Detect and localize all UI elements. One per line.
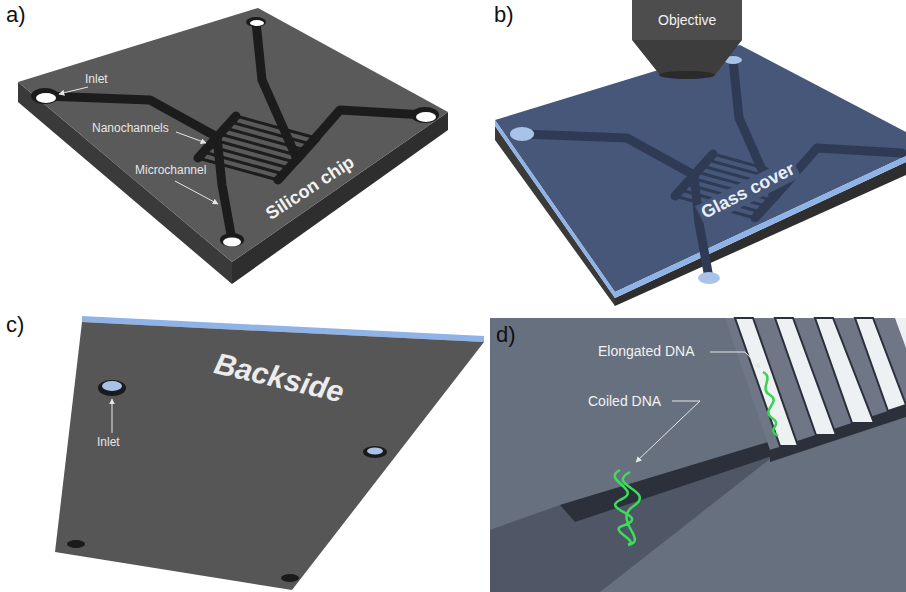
glass-edge <box>615 156 906 298</box>
leader-line <box>59 87 88 94</box>
elongated-dna <box>763 372 778 436</box>
panel-letter: d) <box>496 322 516 348</box>
inlet-hole <box>220 233 244 247</box>
chip-backside <box>55 316 484 590</box>
inlet-hole <box>411 107 439 123</box>
part-label: Inlet <box>97 435 120 449</box>
microchannel <box>522 60 902 278</box>
glass-edge <box>495 120 615 298</box>
chip-back <box>55 322 484 590</box>
nanochannel <box>198 116 316 180</box>
leader-line <box>112 399 113 433</box>
part-label: Coiled DNA <box>588 393 661 410</box>
microchannel-floor <box>490 440 775 592</box>
objective-cone <box>632 40 742 75</box>
closeup-ground <box>490 318 906 592</box>
part-label: Inlet <box>85 72 108 86</box>
inlet-hole <box>246 17 266 27</box>
glass-top <box>495 45 906 292</box>
inlet-hole <box>281 574 299 582</box>
coiled-dna <box>615 470 640 545</box>
nanochannel <box>855 318 906 411</box>
leader-line <box>175 181 218 204</box>
chip-label: Glass cover <box>695 157 801 225</box>
inlet-hole <box>510 127 534 141</box>
part-label: Elongated DNA <box>598 343 695 360</box>
inlet-hole <box>31 88 59 104</box>
inlet-hole <box>102 381 122 391</box>
inlet-hole <box>223 238 241 247</box>
panel-letter: b) <box>494 2 514 28</box>
inlet-hole <box>367 448 383 455</box>
part-label: Nanochannels <box>92 121 169 135</box>
inlet-hole <box>36 93 56 103</box>
chip-top <box>18 8 448 262</box>
part-label: Microchannel <box>135 163 206 177</box>
inlet-hole <box>416 112 436 122</box>
closeup <box>490 318 906 592</box>
part-label: Objective <box>658 12 716 29</box>
inlet-hole <box>250 20 264 26</box>
silicon-chip <box>18 8 448 284</box>
chip-label: Silicon chip <box>262 152 358 225</box>
inlet-hole <box>98 380 126 396</box>
objective-lens <box>659 71 715 79</box>
objective-body <box>632 0 742 40</box>
nanochannel <box>895 318 906 348</box>
leader-line <box>636 401 700 462</box>
inlet-hole <box>67 540 85 548</box>
panel-letter: a) <box>6 2 26 28</box>
panel-letter: c) <box>6 312 24 338</box>
inlet-hole <box>363 446 387 458</box>
covered-chip <box>495 0 906 306</box>
leader-line <box>176 132 206 143</box>
microchannel-wall <box>560 440 775 522</box>
microchannel <box>45 22 425 240</box>
leader-line <box>710 352 760 368</box>
ridge-top <box>725 318 906 450</box>
inlet-hole <box>698 272 720 284</box>
chip-label: Backside <box>211 345 347 410</box>
